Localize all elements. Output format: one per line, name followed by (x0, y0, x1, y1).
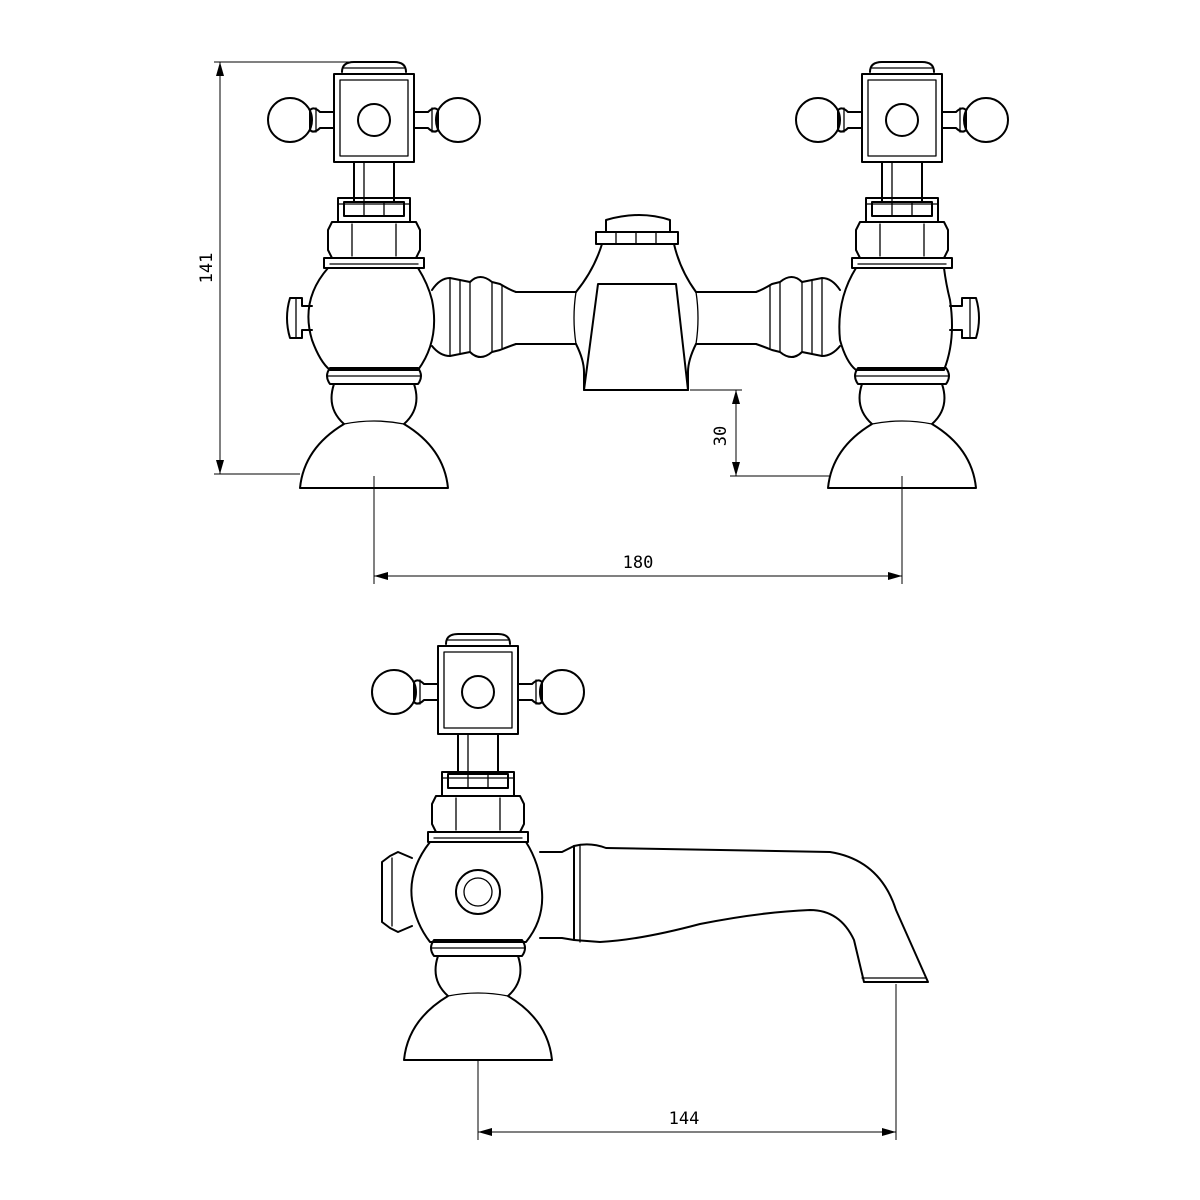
front-elevation: 141 30 180 (197, 61, 1009, 584)
dimension-projection: 144 (477, 984, 897, 1140)
dimension-clearance: 30 (690, 389, 830, 477)
dimension-height: 141 (197, 61, 350, 475)
dimension-clearance-label: 30 (711, 426, 731, 446)
bridge-pipe (431, 214, 841, 391)
dimension-projection-label: 144 (669, 1109, 700, 1129)
dimension-centres: 180 (373, 476, 903, 584)
left-tap (267, 61, 481, 489)
dimension-height-label: 141 (197, 253, 217, 284)
dimension-centres-label: 180 (623, 553, 654, 573)
side-elevation: 144 (371, 633, 929, 1140)
right-tap (795, 61, 1009, 489)
